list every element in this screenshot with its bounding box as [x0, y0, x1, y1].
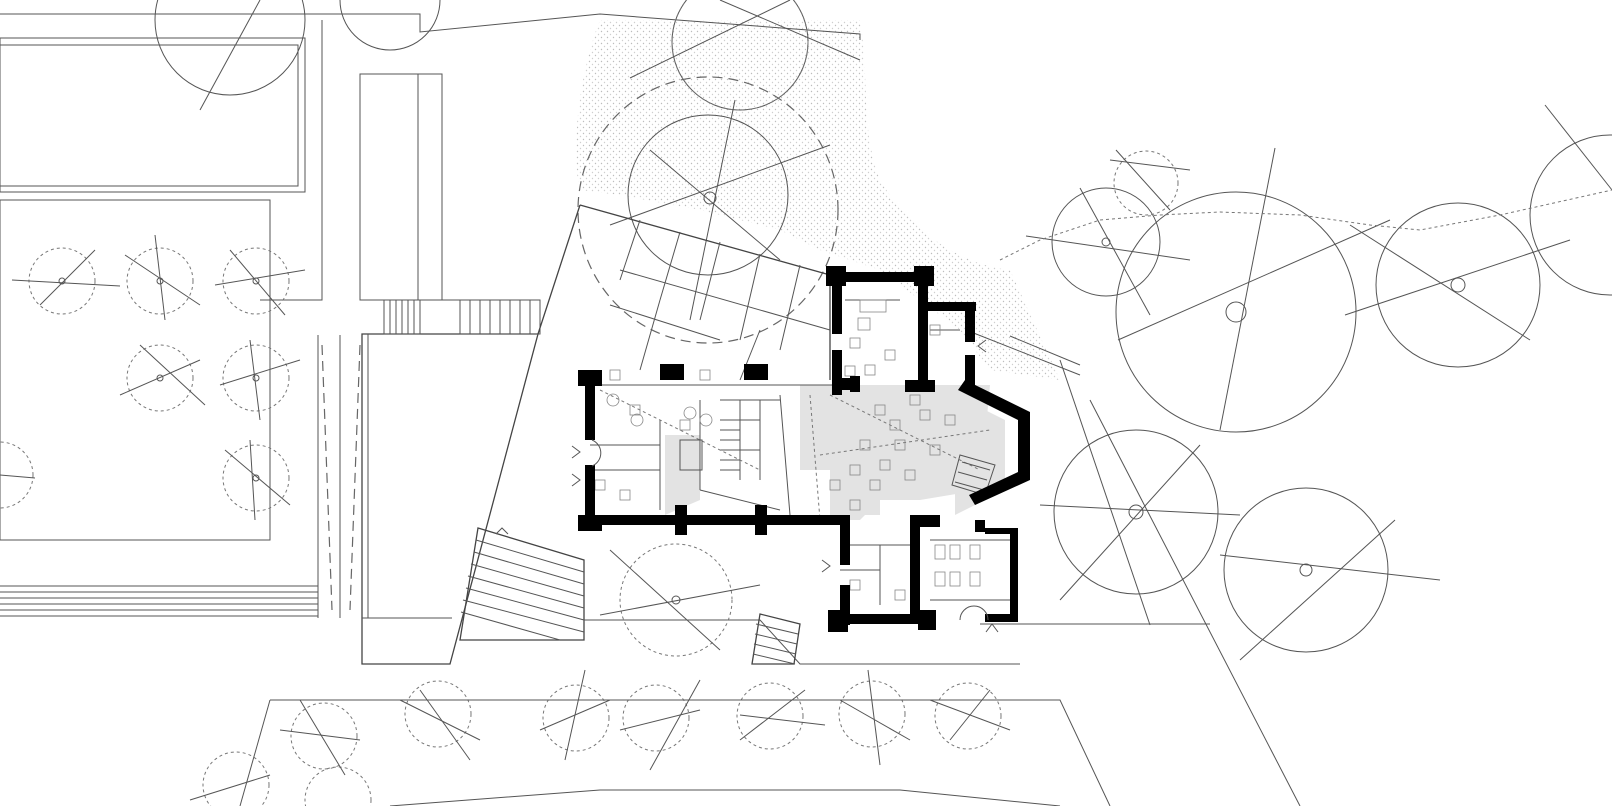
courtyard-trees [154, 0, 861, 344]
entrance-ramp [459, 527, 1020, 665]
courtyard-hatched-area [576, 20, 1060, 380]
grandstand-steps [0, 335, 361, 618]
entrance-markers [495, 339, 999, 633]
pergola-hall [537, 204, 1081, 381]
tree-row-bottom [189, 543, 1111, 806]
interior-paved-zones [665, 385, 1005, 520]
adjacent-building-outline [361, 74, 541, 665]
main-building-walls[interactable] [578, 266, 1030, 632]
tree-group-right [980, 104, 1612, 806]
interior-partitions [590, 299, 1010, 605]
furniture [594, 299, 981, 601]
tree-grid-left [0, 234, 306, 521]
